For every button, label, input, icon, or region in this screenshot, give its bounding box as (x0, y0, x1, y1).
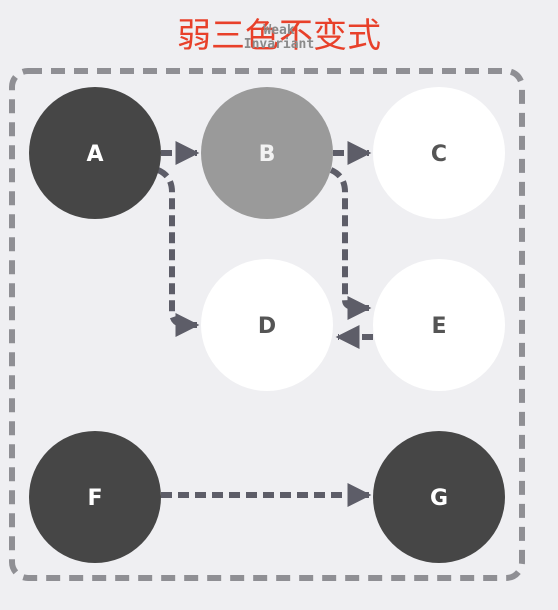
node-d: D (201, 259, 333, 391)
node-label-a: A (86, 142, 103, 167)
subtitle-line-1: Weak (263, 23, 295, 38)
node-circle-c (373, 87, 505, 219)
node-f: F (29, 431, 161, 563)
node-circle-d (201, 259, 333, 391)
node-circle-a (29, 87, 161, 219)
node-label-c: C (431, 142, 447, 167)
node-label-d: D (258, 314, 276, 339)
node-e: E (373, 259, 505, 391)
subtitle-line-2: Invariant (243, 37, 315, 52)
diagram-title: 弱三色不变式 (177, 16, 381, 56)
node-c: C (373, 87, 505, 219)
edge-a-d (156, 167, 200, 337)
node-label-b: B (259, 142, 276, 167)
node-circle-g (373, 431, 505, 563)
node-layer: A B C D E F G (29, 87, 505, 563)
node-label-g: G (430, 486, 448, 511)
node-b: B (201, 87, 333, 219)
node-label-f: F (87, 486, 102, 511)
node-a: A (29, 87, 161, 219)
group-border (9, 68, 525, 581)
edge-layer (156, 141, 373, 507)
node-circle-e (373, 259, 505, 391)
node-circle-b (201, 87, 333, 219)
diagram-subtitle: Weak Invariant (0, 24, 558, 52)
node-label-e: E (431, 314, 446, 339)
edge-b-e (329, 167, 372, 320)
node-g: G (373, 431, 505, 563)
node-circle-f (29, 431, 161, 563)
